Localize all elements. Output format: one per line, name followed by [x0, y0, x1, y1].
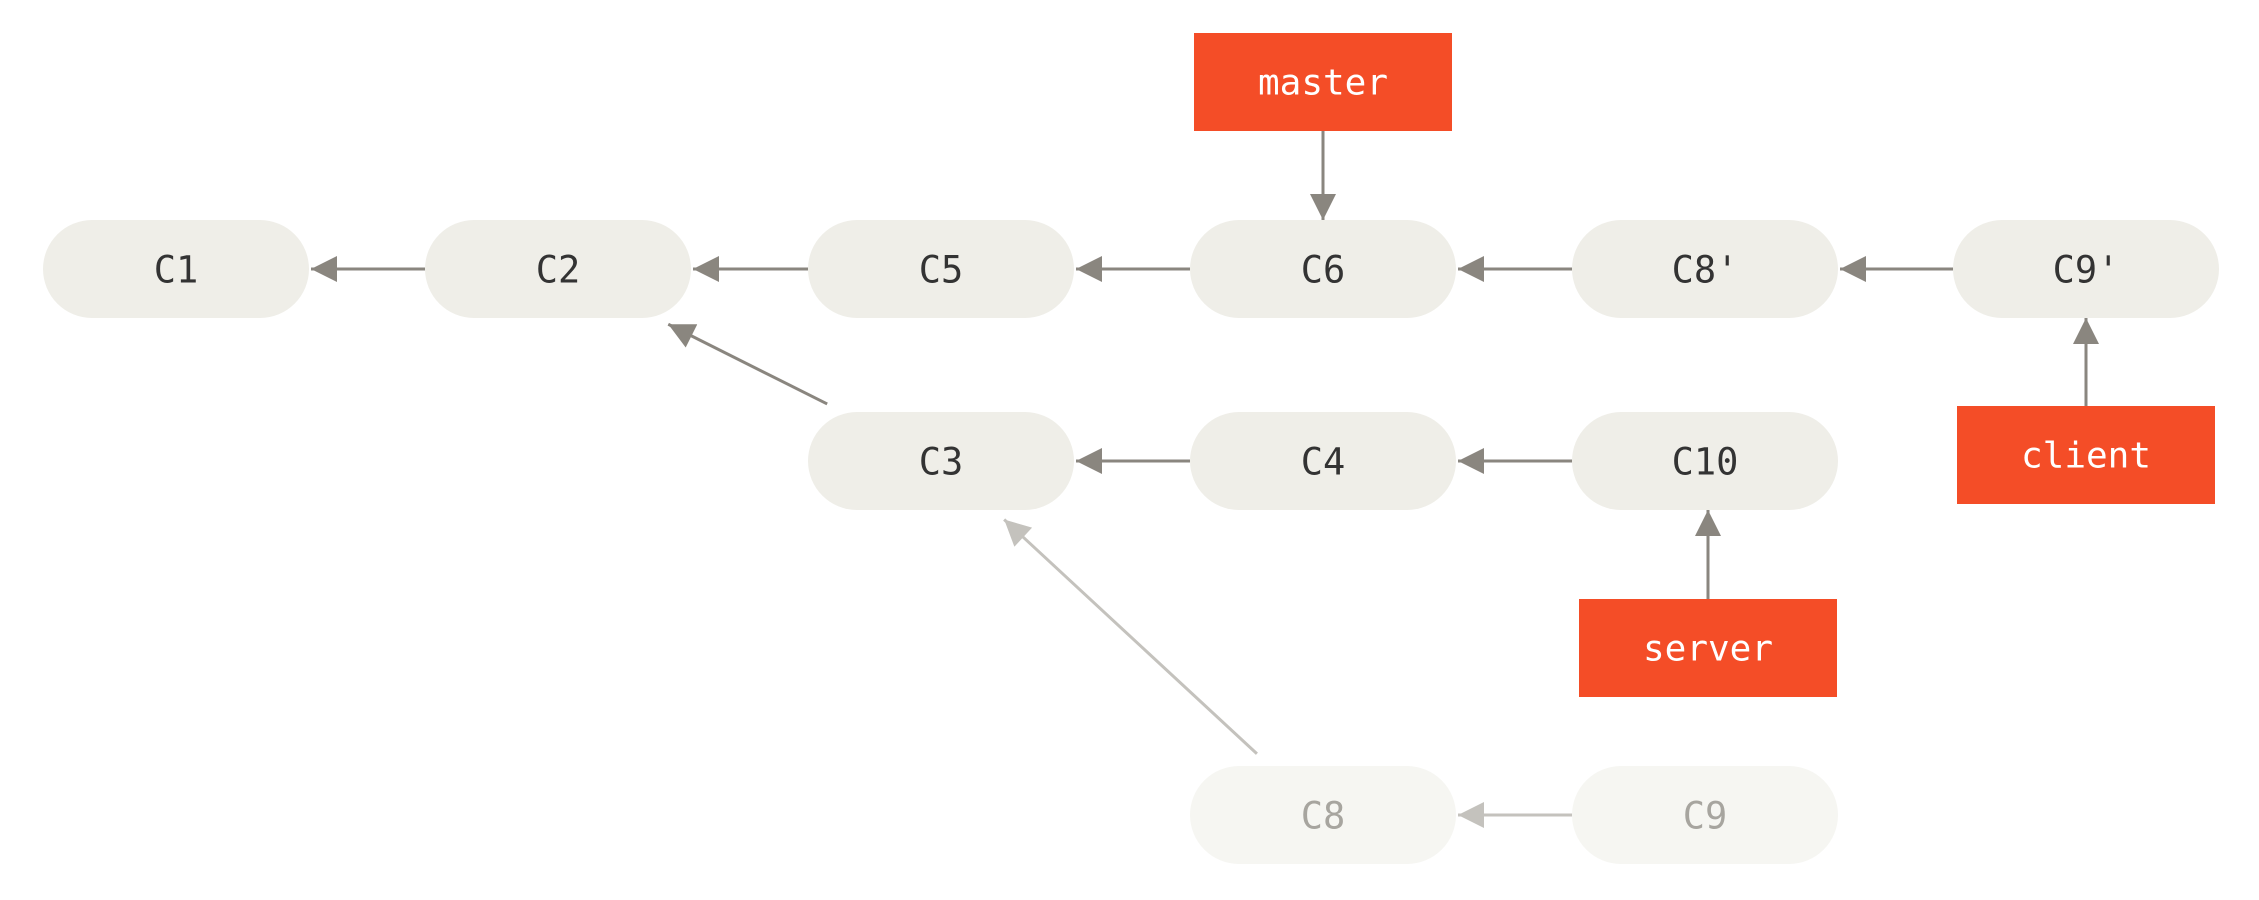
branch-name: client — [2021, 436, 2151, 477]
commit-label: C10 — [1672, 441, 1739, 484]
commit-node-shape — [1190, 412, 1456, 510]
commit-node-shape — [1572, 220, 1838, 318]
commit-label: C8' — [1672, 249, 1739, 292]
edge-c3-to-c2 — [667, 322, 828, 406]
edges-layer — [311, 131, 2099, 828]
branch-label-box — [1579, 599, 1837, 697]
commit-node-shape — [808, 220, 1074, 318]
edge-c8-to-c3 — [1003, 518, 1258, 755]
commit-node-c3: C3 — [808, 412, 1074, 510]
branch-label-server: server — [1579, 599, 1837, 697]
commit-node-c5: C5 — [808, 220, 1074, 318]
commit-label: C8 — [1301, 795, 1346, 838]
commit-node-c6: C6 — [1190, 220, 1456, 318]
commit-node-shape — [1190, 220, 1456, 318]
branch-label-box — [1194, 33, 1452, 131]
commit-node-c9: C9 — [1572, 766, 1838, 864]
commit-node-c4: C4 — [1190, 412, 1456, 510]
branch-label-box — [1957, 406, 2215, 504]
branches-layer: master client server — [1194, 33, 2215, 697]
commit-label: C1 — [154, 249, 199, 292]
commit-node-shape — [1953, 220, 2219, 318]
commit-node-shape — [1572, 766, 1838, 864]
branch-label-client: client — [1957, 406, 2215, 504]
commit-label: C3 — [919, 441, 964, 484]
branch-name: master — [1258, 63, 1388, 104]
commit-node-c9p: C9' — [1953, 220, 2219, 318]
commit-node-shape — [808, 412, 1074, 510]
branch-label-master: master — [1194, 33, 1452, 131]
commit-node-c1: C1 — [43, 220, 309, 318]
commit-label: C9' — [2053, 249, 2120, 292]
commit-node-c8: C8 — [1190, 766, 1456, 864]
commit-node-shape — [43, 220, 309, 318]
commit-node-c10: C10 — [1572, 412, 1838, 510]
commit-node-shape — [1190, 766, 1456, 864]
commit-label: C4 — [1301, 441, 1346, 484]
commit-node-shape — [425, 220, 691, 318]
commit-node-c8p: C8' — [1572, 220, 1838, 318]
commit-label: C2 — [536, 249, 581, 292]
commit-label: C9 — [1683, 795, 1728, 838]
commit-label: C5 — [919, 249, 964, 292]
commit-node-c2: C2 — [425, 220, 691, 318]
commit-label: C6 — [1301, 249, 1346, 292]
commit-node-shape — [1572, 412, 1838, 510]
branch-name: server — [1643, 629, 1773, 670]
